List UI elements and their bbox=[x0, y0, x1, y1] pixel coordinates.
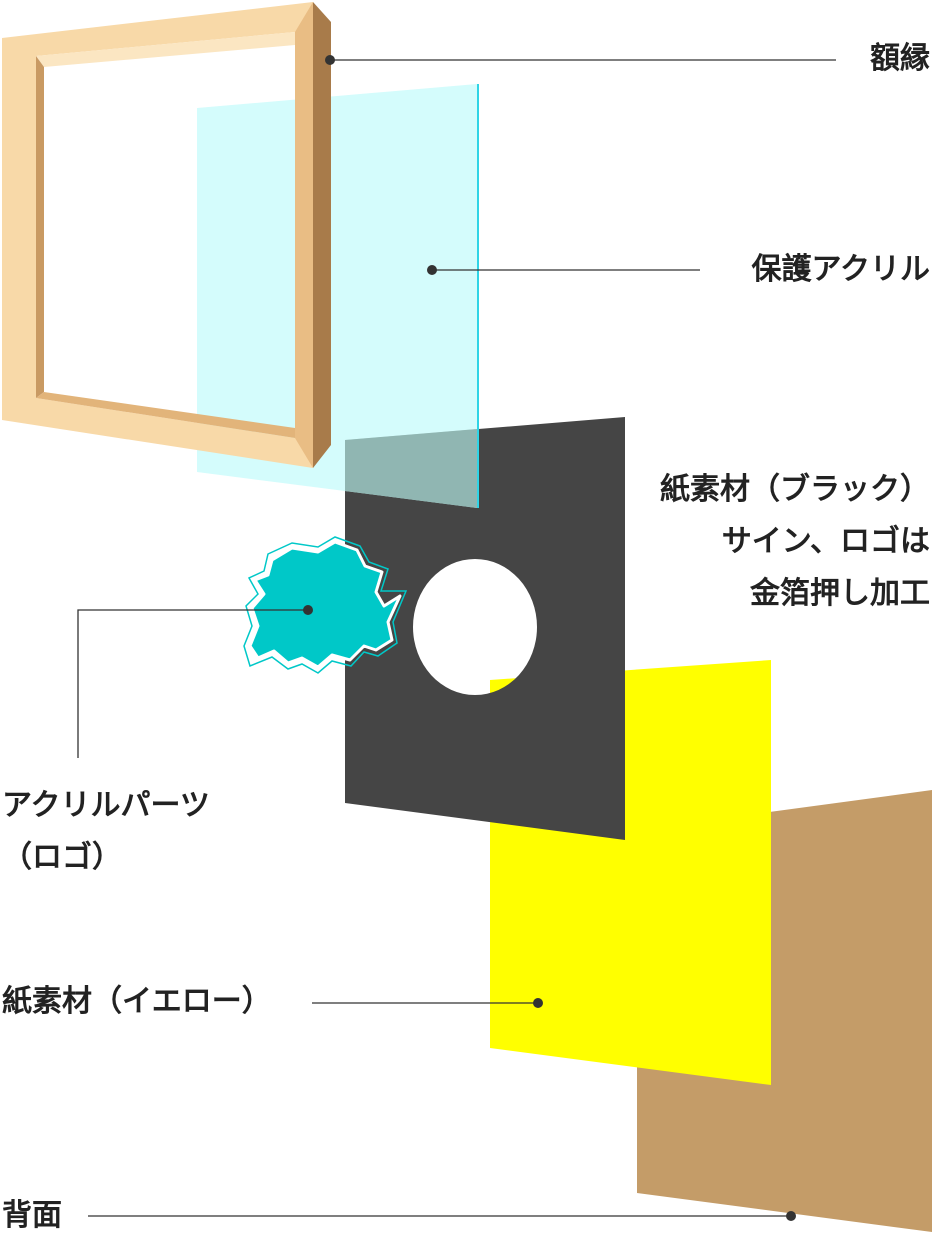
frame-right-face bbox=[295, 2, 313, 468]
logo-acrylic-outline bbox=[243, 536, 408, 674]
frame-inner-bevel bbox=[36, 32, 295, 67]
leader-dot-yellow bbox=[533, 998, 543, 1008]
frame-face bbox=[2, 2, 313, 468]
leader-dot-acrylic bbox=[427, 265, 437, 275]
leader-dot-back bbox=[786, 1211, 796, 1221]
black-paper bbox=[345, 417, 625, 840]
frame bbox=[2, 2, 331, 468]
frame-side bbox=[313, 2, 331, 468]
label-acrylic-part-line: （ロゴ） bbox=[2, 840, 122, 875]
label-black-paper: 紙素材（ブラック） サイン、ロゴは 金箔押し加工 bbox=[660, 464, 930, 620]
frame-inner-side bbox=[36, 56, 44, 398]
frame-inner-bottom bbox=[36, 392, 295, 438]
label-black-paper-line: 紙素材（ブラック） bbox=[660, 472, 930, 507]
acrylic-sheet bbox=[197, 84, 477, 508]
leaders bbox=[77, 55, 836, 1221]
leader-dot-frame bbox=[325, 55, 335, 65]
leader-dot-logo bbox=[303, 605, 313, 615]
logo-acrylic-part bbox=[248, 540, 402, 669]
acrylic-overlap bbox=[345, 429, 477, 508]
label-back-panel: 背面 bbox=[2, 1198, 62, 1233]
label-acrylic-cover: 保護アクリル bbox=[751, 252, 931, 287]
label-black-paper-line: サイン、ロゴは bbox=[721, 524, 930, 559]
label-yellow-paper: 紙素材（イエロー） bbox=[2, 984, 272, 1019]
label-acrylic-part-line: アクリルパーツ bbox=[2, 788, 210, 823]
label-black-paper-line: 金箔押し加工 bbox=[750, 576, 930, 611]
label-frame: 額縁 bbox=[870, 41, 930, 76]
leader-logo bbox=[77, 609, 308, 758]
label-acrylic-part: アクリルパーツ （ロゴ） bbox=[2, 780, 210, 884]
